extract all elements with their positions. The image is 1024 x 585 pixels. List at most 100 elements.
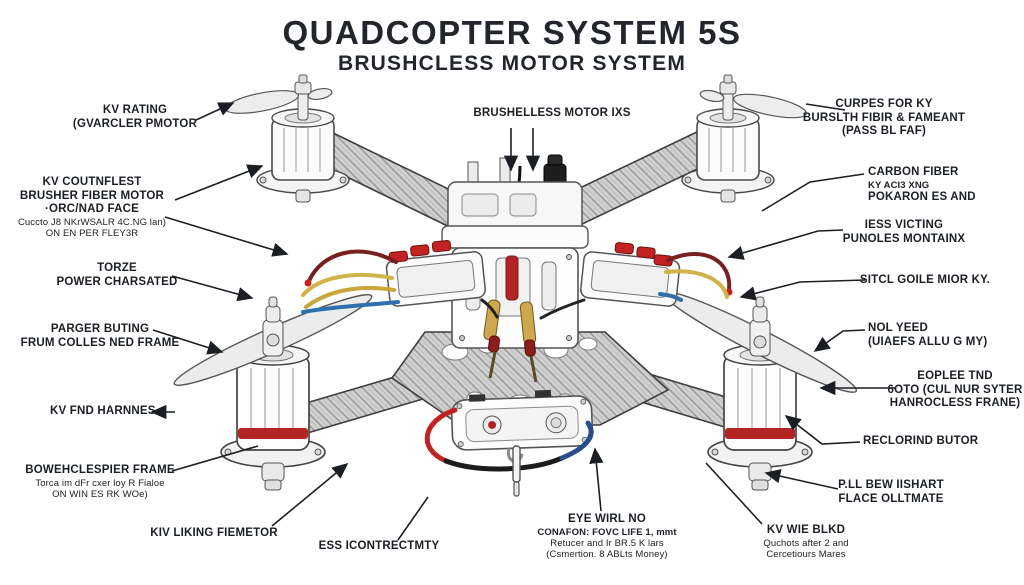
- label-line: Quchots after 2 and: [763, 537, 849, 549]
- leader-nol-yeed: [813, 329, 866, 352]
- label-line: TORZE: [97, 262, 137, 274]
- motor-top-left: [225, 74, 350, 203]
- battery-wire-blue: [559, 420, 594, 461]
- label-line: CONAFON: FOVC LIFE 1, mmt: [537, 526, 677, 538]
- leader-kiv-liking: [271, 462, 349, 527]
- leader-curpes: [805, 103, 846, 111]
- label-line: PUNOLES MONTAINX: [842, 232, 966, 245]
- leader-torze: [171, 275, 254, 302]
- wire-yellow: [301, 272, 394, 297]
- label-line: Cercetiours Mares: [766, 548, 846, 560]
- esc-left: [301, 240, 499, 319]
- label-carbon-fiber: CARBON FIBER KY ACI3 XNG POKARON ES AND: [868, 166, 976, 204]
- title-block: QUADCOPTER SYSTEM 5S BRUSHCLESS MOTOR SY…: [0, 16, 1024, 76]
- label-line: RECLORIND BUTOR: [863, 435, 979, 447]
- label-line: 6OTO (CUL NUR SYTER: [887, 383, 1023, 396]
- label-kv-wie: KV WIE BLKD Quchots after 2 and Cercetio…: [763, 524, 848, 560]
- label-bowehclespier: BOWEHCLESPIER FRAME Torca im dFr cxer lo…: [25, 464, 174, 500]
- label-line: BRUSHELLESS MOTOR IXS: [473, 107, 631, 119]
- label-kv-rating: KV RATING (GVARCLER PMOTOR: [73, 104, 197, 131]
- wire-yellow: [304, 286, 396, 309]
- label-line: KV RATING: [102, 104, 168, 116]
- leader-kv-coutnflest-upper: [174, 164, 264, 201]
- label-line: CURPES FOR KY: [835, 98, 933, 110]
- label-torze: TORZE POWER CHARSATED: [57, 262, 178, 289]
- leader-reclorind: [784, 415, 861, 445]
- page-title: QUADCOPTER SYSTEM 5S: [282, 14, 742, 51]
- stack-red-core: [505, 255, 519, 301]
- label-line: PARGER BUTING: [50, 323, 150, 335]
- label-line: (Csmertion. 8 ABLts Money): [546, 548, 668, 560]
- label-curpes: CURPES FOR KY BURSLTH FIBIR & FAMEANT (P…: [803, 98, 965, 139]
- leader-kv-coutnflest-lower: [164, 216, 289, 257]
- label-line: EYE WIRL NO: [567, 513, 647, 525]
- label-line: ON EN PER FLEY3R: [45, 227, 139, 239]
- battery-wires: [424, 407, 594, 472]
- label-line: (UIAEFS ALLU G MY): [868, 335, 988, 348]
- label-iess-victing: IESS VICTING PUNOLES MONTAINX: [843, 219, 965, 246]
- motor-bottom-left: [173, 294, 373, 491]
- propeller-top-right: [733, 93, 807, 119]
- leader-sitcl: [739, 279, 866, 301]
- leader-kv-wie: [705, 462, 763, 525]
- wire-dark-red: [307, 249, 398, 283]
- label-line: EOPLEE TND: [917, 370, 993, 382]
- bullet-connectors: [483, 299, 538, 383]
- label-line: HANROCLESS FRANE): [889, 397, 1021, 410]
- label-line: FLACE OLLTMATE: [838, 492, 944, 505]
- power-module: [450, 389, 594, 463]
- label-line: FRUM COLLES NED FRAME: [20, 336, 180, 349]
- battery-wire-red: [424, 407, 458, 464]
- label-nol-yeed: NOL YEED (UIAEFS ALLU G MY): [868, 322, 987, 349]
- label-pll-bew: P.LL BEW IISHART FLACE OLLTMATE: [838, 479, 944, 506]
- label-brushelless: BRUSHELLESS MOTOR IXS: [473, 107, 630, 121]
- label-sitcl: SITCL GOILE MIOR KY.: [860, 274, 990, 288]
- leader-carbon: [761, 173, 865, 212]
- label-line: P.LL BEW IISHART: [838, 479, 944, 491]
- battery-wire-black: [443, 455, 565, 472]
- label-line: BOWEHCLESPIER FRAME: [25, 464, 175, 476]
- leader-iess: [727, 229, 844, 260]
- esc-right: [539, 242, 733, 320]
- motor-red-band: [238, 428, 308, 439]
- label-eye-wirl: EYE WIRL NO CONAFON: FOVC LIFE 1, mmt Re…: [537, 513, 676, 560]
- label-line: Cuccto J8 NKrWSALR 4C.NG lan): [17, 216, 167, 228]
- label-line: KV FND HARNNES: [50, 405, 156, 417]
- label-line: POKARON ES AND: [868, 190, 976, 203]
- label-line: POWER CHARSATED: [56, 275, 178, 288]
- leader-pll-bew: [764, 469, 839, 490]
- label-line: KY ACI3 XNG: [868, 179, 930, 191]
- label-line: ON WIN ES RK WOe): [52, 488, 148, 500]
- wire-blue: [658, 292, 683, 302]
- motor-red-band: [725, 428, 795, 439]
- wire-dark-red: [666, 252, 732, 292]
- wire-yellow: [664, 269, 729, 299]
- label-line: Torca im dFr cxer loy R Fialoe: [35, 477, 165, 489]
- page-subtitle: BRUSHCLESS MOTOR SYSTEM: [337, 52, 687, 75]
- leader-eye-wirl: [589, 447, 604, 512]
- label-parger: PARGER BUTING FRUM COLLES NED FRAME: [21, 323, 180, 350]
- label-line: SITCL GOILE MIOR KY.: [859, 274, 991, 286]
- motor-top-right: [681, 74, 807, 203]
- leader-kv-rating: [195, 102, 235, 121]
- label-line: ·ORC/NAD FACE: [45, 203, 139, 216]
- label-line: BRUSHER FIBER MOTOR: [19, 189, 165, 202]
- wire-blue: [301, 300, 400, 314]
- label-line: IESS VICTING: [864, 219, 944, 231]
- label-eoplee: EOPLEE TND 6OTO (CUL NUR SYTER HANROCLES…: [888, 370, 1023, 411]
- label-kv-coutnflest: KV COUTNFLEST BRUSHER FIBER MOTOR ·ORC/N…: [18, 176, 166, 239]
- label-line: KV COUTNFLEST: [42, 176, 142, 188]
- label-kiv-liking: KIV LIKING FIEMETOR: [150, 527, 278, 541]
- label-line: NOL YEED: [868, 322, 928, 334]
- label-ess: ESS ICONTRECTMTY: [319, 540, 440, 554]
- leader-parger: [152, 329, 224, 355]
- antenna: [512, 445, 521, 497]
- label-kv-fnd-harnnes: KV FND HARNNES: [50, 405, 156, 419]
- label-line: Retucer and Ir BR.5 K lars: [550, 537, 664, 549]
- label-reclorind: RECLORIND BUTOR: [863, 435, 978, 449]
- label-line: (PASS BL FAF): [842, 125, 926, 138]
- label-line: (GVARCLER PMOTOR: [72, 117, 198, 130]
- label-line: CARBON FIBER: [868, 166, 959, 178]
